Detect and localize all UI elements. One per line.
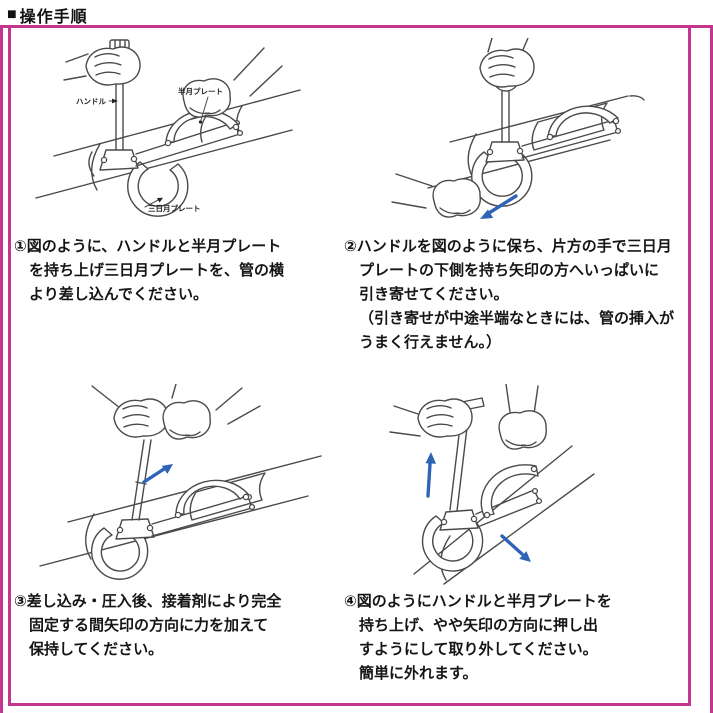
figure-step2 bbox=[391, 38, 645, 219]
page-edge-left bbox=[0, 25, 3, 713]
clamp-saddle bbox=[485, 141, 525, 163]
step3-instructions: ③差し込み・圧入後、接着剤により完全 固定する間矢印の方向に力を加えて 保持して… bbox=[14, 593, 282, 658]
section-header: ■操作手順 bbox=[7, 3, 88, 27]
hand-on-knob bbox=[479, 38, 535, 88]
lift-arrow-icon bbox=[425, 452, 436, 498]
figure-step3 bbox=[39, 384, 322, 580]
frame-rails bbox=[135, 119, 244, 167]
header-square-bullet: ■ bbox=[7, 6, 18, 23]
hand-reaching-plate bbox=[182, 47, 283, 118]
step4-instructions: ④図のようにハンドルと半月プレートを 持ち上げ、やや矢印の方向に押し出 すように… bbox=[344, 593, 612, 682]
hand-on-plate bbox=[498, 384, 547, 450]
hand-on-handle bbox=[389, 398, 473, 438]
figure-step1: ハンドル 半月プレート 三日月プレート bbox=[35, 39, 301, 217]
half-moon-plate bbox=[164, 109, 240, 147]
hand-pulling-crescent bbox=[391, 173, 481, 218]
pull-arrow-icon bbox=[480, 194, 518, 219]
page-title: 操作手順 bbox=[19, 9, 88, 26]
page-edge-right bbox=[710, 25, 713, 713]
figure1-callouts: ハンドル 半月プレート 三日月プレート bbox=[76, 86, 223, 213]
hands-on-handle bbox=[91, 384, 261, 440]
half-moon-plate bbox=[174, 479, 250, 519]
label-handle: ハンドル bbox=[76, 97, 106, 106]
step2-instructions: ②ハンドルを図のように保ち、片方の手で三日月 プレートの下側を持ち矢印の方へいっ… bbox=[344, 238, 675, 351]
pipe-coupling bbox=[189, 472, 266, 521]
clamp-saddle bbox=[115, 518, 155, 540]
push-out-arrow-icon bbox=[500, 534, 531, 562]
label-crescent-arrow bbox=[157, 197, 163, 203]
label-handle-arrow bbox=[112, 98, 118, 104]
crescent-plate bbox=[127, 161, 189, 217]
pipe-socket-bell bbox=[85, 513, 95, 560]
frame-rails bbox=[475, 487, 543, 527]
figure-step4 bbox=[389, 384, 595, 585]
pipe bbox=[39, 455, 322, 567]
step1-instructions: ①図のように、ハンドルと半月プレート を持ち上げ三日月プレートを、管の横 より差… bbox=[14, 238, 285, 303]
hand-on-handle bbox=[63, 46, 141, 86]
label-half-moon: 半月プレート bbox=[178, 86, 223, 96]
hold-arrow-icon bbox=[142, 464, 173, 484]
pipe-socket-bell bbox=[91, 143, 101, 191]
half-moon-plate bbox=[546, 105, 620, 141]
half-moon-plate bbox=[480, 464, 539, 519]
clamp-saddle bbox=[439, 509, 479, 531]
label-crescent: 三日月プレート bbox=[148, 203, 201, 213]
